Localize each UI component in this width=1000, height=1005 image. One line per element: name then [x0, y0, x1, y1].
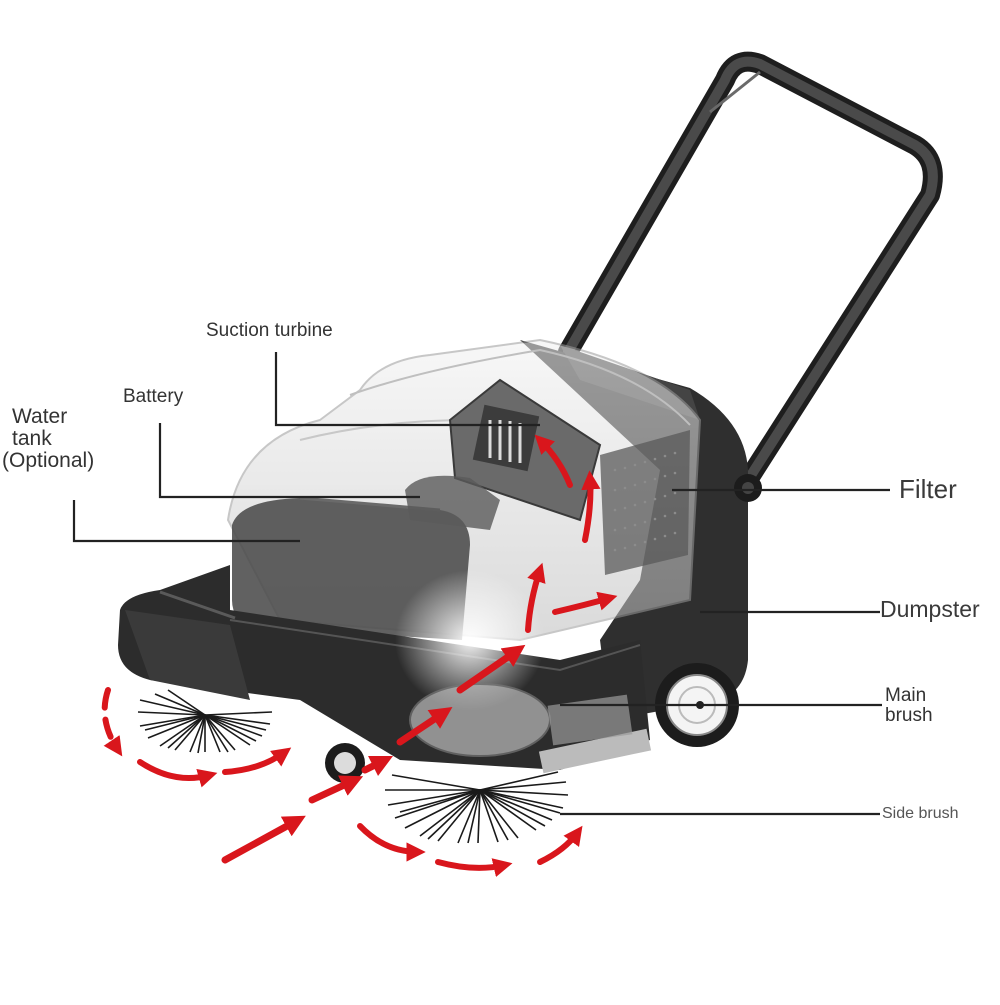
label-side-brush: Side brush: [882, 805, 959, 823]
leader-lines: [72, 352, 890, 816]
label-water-tank-line1: Water: [12, 405, 68, 428]
filter-panel: [600, 430, 690, 575]
front-wheel: [325, 743, 365, 783]
label-battery: Battery: [123, 387, 183, 407]
red-curved-arrow: [361, 755, 394, 777]
red-curved-arrow: [357, 823, 426, 862]
red-curved-arrow: [525, 562, 546, 633]
red-curved-arrow: [581, 470, 601, 543]
label-dumpster-text: Dumpster: [880, 596, 980, 622]
label-battery-text: Battery: [123, 386, 184, 407]
side-brush-left: [137, 689, 273, 754]
leader-battery: [158, 423, 420, 499]
label-water-tank-line3: (Optional): [2, 449, 95, 473]
airflow-arrows: [101, 434, 618, 877]
label-main-brush-line2: brush: [885, 704, 933, 726]
red-curved-arrow: [137, 759, 218, 788]
label-water-tank-line2: tank: [12, 427, 52, 451]
red-curved-arrow: [435, 858, 513, 877]
red-curved-arrow: [534, 434, 573, 488]
label-suction-turbine-text: Suction turbine: [206, 320, 333, 341]
label-suction-turbine: Suction turbine: [206, 321, 333, 341]
side-brush-right: [385, 771, 569, 844]
label-main-brush: Main brush: [885, 686, 933, 726]
red-curved-arrow: [456, 644, 526, 694]
label-water-tank: Water tank (Optional): [2, 405, 95, 473]
red-curved-arrow: [537, 825, 583, 865]
battery: [405, 475, 500, 530]
main-brush: [409, 683, 633, 757]
leader-suction-turbine: [274, 352, 540, 427]
handle[interactable]: [558, 51, 943, 490]
label-dumpster: Dumpster: [880, 597, 980, 621]
red-curved-arrow: [552, 591, 618, 615]
red-curved-arrow: [221, 815, 306, 864]
red-curved-arrow: [308, 775, 364, 804]
label-main-brush-line1: Main: [885, 685, 927, 706]
label-filter-text: Filter: [899, 474, 957, 504]
highlight-glow: [395, 570, 545, 710]
leader-water-tank: [72, 500, 300, 543]
handle-pivot: [734, 474, 762, 502]
red-curved-arrow: [101, 687, 123, 757]
red-curved-arrow: [396, 707, 453, 746]
red-curved-arrow: [222, 747, 292, 775]
label-filter: Filter: [899, 474, 957, 504]
label-side-brush-text: Side brush: [882, 805, 959, 822]
